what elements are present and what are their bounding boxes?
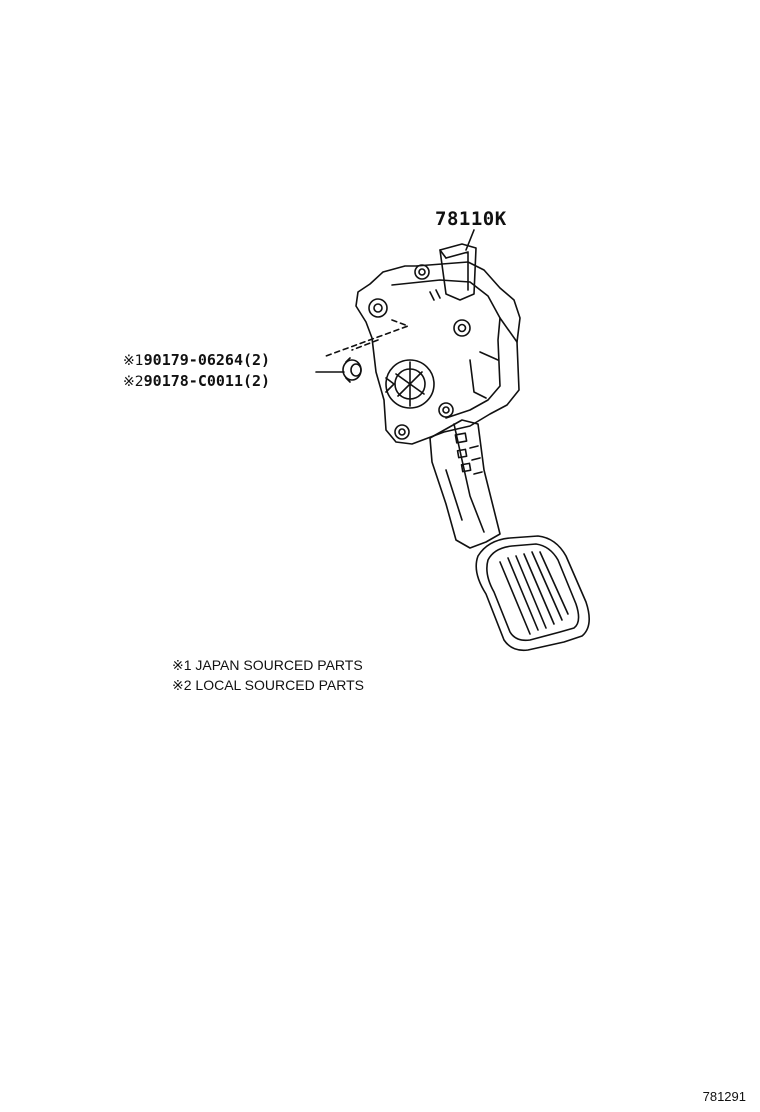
sensor-hub	[385, 359, 435, 409]
sensor-connector	[439, 243, 477, 301]
legend-japan-sourced: ※1 JAPAN SOURCED PARTS	[172, 657, 363, 673]
flange-nut	[342, 359, 362, 381]
mount-hole-top-left	[368, 298, 388, 318]
mount-hole-top	[414, 264, 430, 280]
nut-callout-japan[interactable]: ※190179-06264(2)	[123, 351, 270, 369]
part-number-pedal-assembly[interactable]: 78110K	[435, 208, 507, 230]
legend-local-sourced: ※2 LOCAL SOURCED PARTS	[172, 677, 364, 693]
mount-hole-lower-left	[394, 424, 410, 440]
note-mark-2: ※2	[123, 374, 144, 390]
pedal-pad	[475, 535, 590, 652]
part-number-nut-local[interactable]: 90178-C0011(2)	[143, 372, 271, 390]
mount-hole-bottom	[438, 402, 454, 418]
part-number-nut-japan[interactable]: 90179-06264(2)	[143, 351, 271, 369]
pedal-pad-ribs	[499, 551, 569, 635]
note-mark-1: ※1	[123, 353, 144, 369]
leader-line-78110K	[465, 229, 475, 251]
pedal-bracket	[355, 261, 521, 445]
nut-callout-local[interactable]: ※290178-C0011(2)	[123, 372, 270, 390]
illustration-id: 781291	[702, 1089, 746, 1104]
mount-hole-right	[453, 319, 471, 337]
pedal-arm	[429, 419, 501, 549]
